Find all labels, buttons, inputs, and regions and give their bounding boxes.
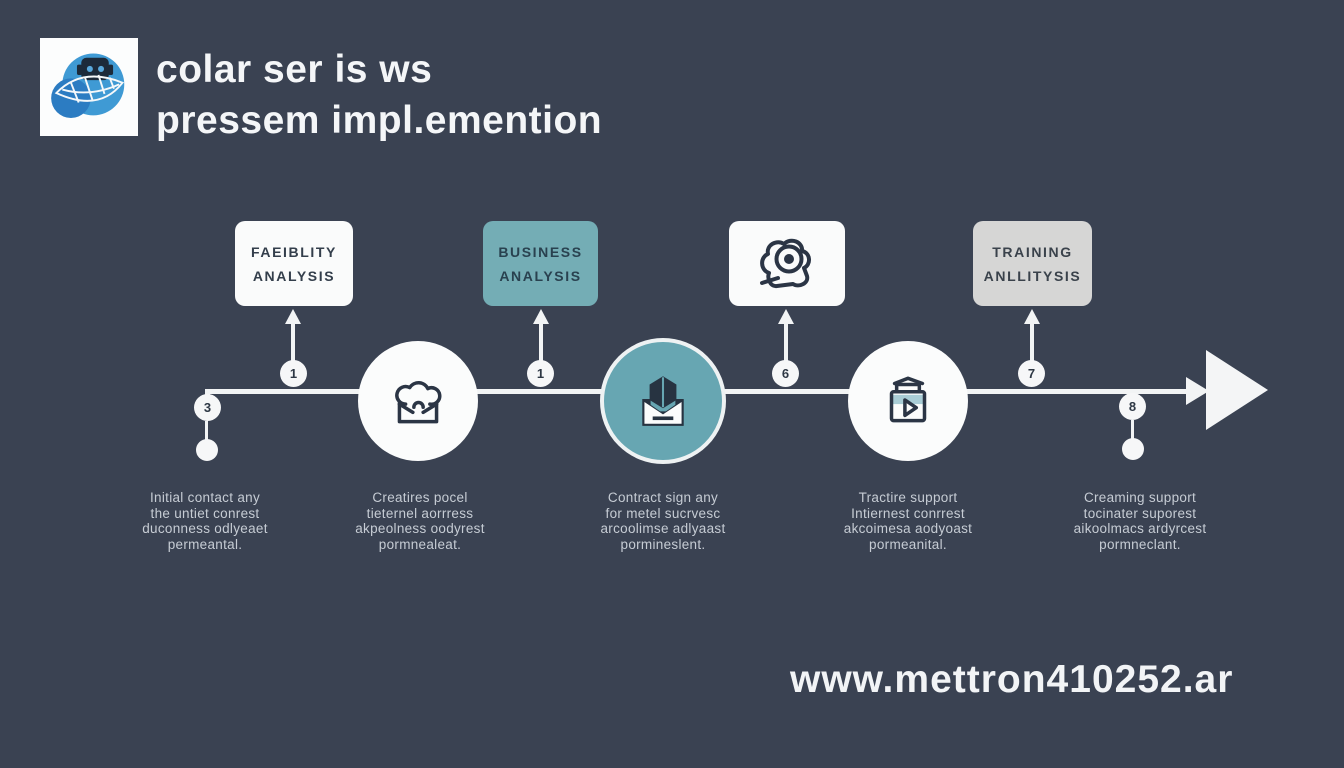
- step-box-camera: [729, 221, 845, 306]
- end-triangle-icon: [1206, 350, 1268, 430]
- arrow-stem: [539, 323, 543, 361]
- timeline-marker-1a: 1: [280, 360, 307, 387]
- step-box-label: BUSINESS: [498, 243, 583, 260]
- page-title: colar ser is ws pressem impl.emention: [156, 44, 602, 146]
- arrow-up-icon: [778, 309, 794, 324]
- box-play-icon: [889, 376, 927, 423]
- step-box-label: FAEIBLITY: [251, 243, 337, 260]
- process-circle-box-play: [848, 341, 968, 461]
- arrow-stem: [291, 323, 295, 361]
- arrow-up-icon: [1024, 309, 1040, 324]
- arrow-up-icon: [285, 309, 301, 324]
- step-description: Creaming support tocinater suporest aiko…: [1073, 490, 1207, 552]
- marker-number: 3: [203, 400, 212, 415]
- marker-stem: [1131, 420, 1134, 439]
- step-box-label: TRAINING: [992, 243, 1073, 260]
- timeline-marker-1b: 1: [527, 360, 554, 387]
- marker-number: 1: [536, 366, 545, 381]
- step-description: Contract sign any for metel sucrvesc arc…: [600, 490, 726, 552]
- step-description: Tractire support Intiernest conrrest akc…: [843, 490, 973, 552]
- title-line-1: colar ser is ws: [156, 48, 433, 91]
- step-description: Initial contact any the untiet conrest d…: [142, 490, 268, 552]
- step-box-label: ANLLITYSIS: [983, 267, 1082, 284]
- timeline-end-dot: [1122, 438, 1144, 460]
- timeline-marker-3: 3: [194, 394, 221, 421]
- cloud-mail-icon: [395, 381, 442, 424]
- marker-number: 6: [781, 366, 790, 381]
- arrow-stem: [1030, 323, 1034, 361]
- title-line-2: pressem impl.emention: [156, 99, 603, 142]
- step-description: Creatires pocel tieternel aorrress akpeo…: [355, 490, 485, 552]
- timeline-end-dot: [196, 439, 218, 461]
- marker-stem: [205, 421, 208, 440]
- timeline-marker-6: 6: [772, 360, 799, 387]
- marker-number: 8: [1128, 399, 1137, 414]
- step-box-label: ANALYSIS: [252, 267, 336, 284]
- timeline-marker-8: 8: [1119, 393, 1146, 420]
- company-logo: [40, 38, 138, 136]
- timeline-arrowhead-icon: [1186, 377, 1209, 405]
- marker-number: 7: [1027, 366, 1036, 381]
- cube-mail-icon: [642, 376, 684, 426]
- process-circle-cloud-mail: [358, 341, 478, 461]
- step-box-business-analysis: BUSINESS ANALYSIS: [483, 221, 598, 306]
- arrow-up-icon: [533, 309, 549, 324]
- step-box-label: ANALYSIS: [499, 267, 582, 284]
- camera-gear-icon: [760, 238, 811, 288]
- website-url: www.mettron410252.ar: [790, 658, 1234, 701]
- step-box-faeiblity-analysis: FAEIBLITY ANALYSIS: [235, 221, 353, 306]
- marker-number: 1: [289, 366, 298, 381]
- arrow-stem: [784, 323, 788, 361]
- step-box-training-anllitysis: TRAINING ANLLITYSIS: [973, 221, 1092, 306]
- process-circle-cube-mail: [600, 338, 726, 464]
- globe-robot-logo-icon: [51, 53, 125, 118]
- timeline-marker-7: 7: [1018, 360, 1045, 387]
